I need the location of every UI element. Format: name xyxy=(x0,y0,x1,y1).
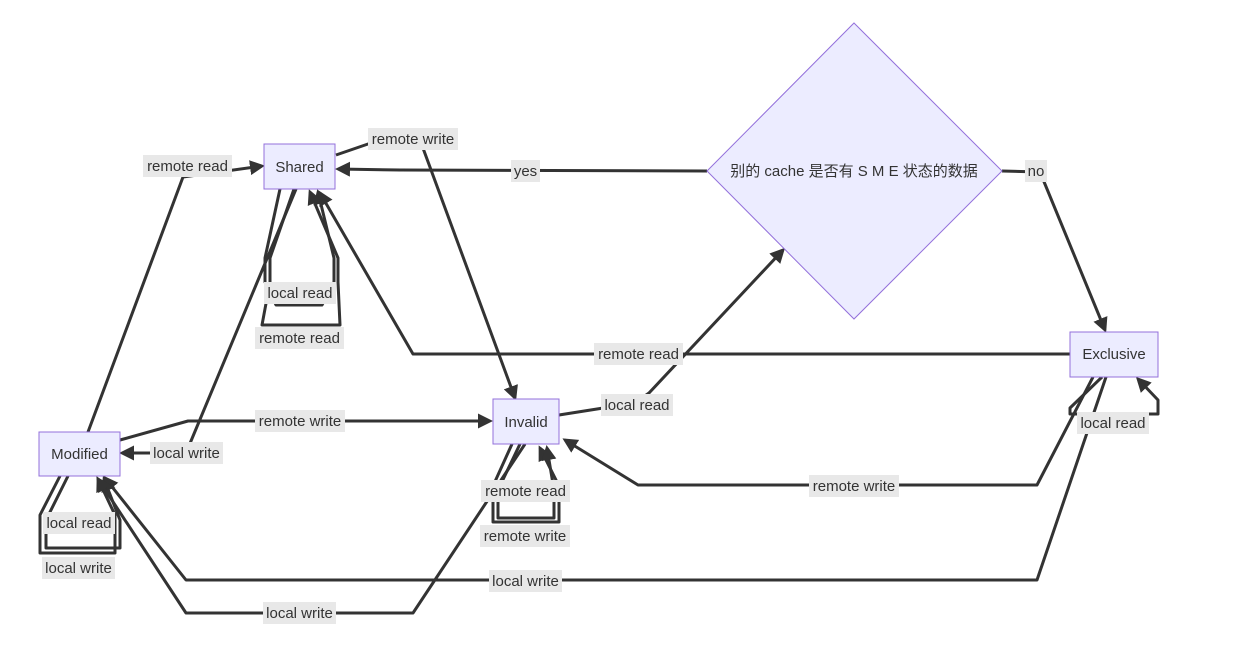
label-modified-to-invalid: remote write xyxy=(255,410,345,432)
label-shared-to-modified: local write xyxy=(150,442,223,464)
label-decision-to-shared-yes: yes xyxy=(511,160,540,182)
svg-text:remote write: remote write xyxy=(259,413,342,430)
label-modified-self-local-read: local read xyxy=(43,512,115,534)
svg-text:no: no xyxy=(1028,163,1045,180)
svg-text:remote read: remote read xyxy=(485,483,566,500)
svg-text:remote read: remote read xyxy=(259,330,340,347)
label-exclusive-to-modified: local write xyxy=(489,570,562,592)
label-invalid-to-modified: local write xyxy=(263,602,336,624)
svg-text:local read: local read xyxy=(1080,415,1145,432)
edge-decision-to-exclusive xyxy=(1001,169,1108,333)
edge-modified-to-shared xyxy=(86,160,265,433)
svg-text:remote write: remote write xyxy=(484,528,567,545)
svg-text:别的 cache 是否有 S M E 状态的数据: 别的 cache 是否有 S M E 状态的数据 xyxy=(730,163,978,180)
node-invalid: Invalid xyxy=(492,398,560,445)
label-exclusive-to-shared: remote read xyxy=(594,343,683,365)
svg-text:local write: local write xyxy=(153,445,220,462)
node-decision: 别的 cache 是否有 S M E 状态的数据 xyxy=(706,22,1003,320)
label-exclusive-self-local-read: local read xyxy=(1077,412,1149,434)
svg-text:remote write: remote write xyxy=(813,478,896,495)
svg-text:Modified: Modified xyxy=(51,446,108,463)
svg-text:yes: yes xyxy=(514,163,537,180)
svg-text:local write: local write xyxy=(492,573,559,590)
svg-text:Shared: Shared xyxy=(275,159,323,176)
svg-text:local write: local write xyxy=(45,560,112,577)
edge-modified-to-invalid xyxy=(119,413,493,442)
edge-exclusive-to-invalid xyxy=(562,376,1095,487)
label-decision-to-exclusive-no: no xyxy=(1025,160,1047,182)
label-shared-self-local-read: local read xyxy=(264,282,336,304)
svg-text:remote write: remote write xyxy=(372,131,455,148)
edge-shared-self-remote-read xyxy=(260,188,342,327)
label-shared-self-remote-read: remote read xyxy=(255,327,344,349)
label-invalid-self-remote-read: remote read xyxy=(481,480,570,502)
edge-exclusive-to-modified xyxy=(103,376,1108,582)
svg-text:Invalid: Invalid xyxy=(504,414,547,431)
node-modified: Modified xyxy=(38,431,121,477)
svg-text:remote read: remote read xyxy=(147,158,228,175)
svg-text:local read: local read xyxy=(604,397,669,414)
label-shared-to-invalid: remote write xyxy=(368,128,458,150)
label-invalid-to-decision: local read xyxy=(601,394,673,416)
label-exclusive-to-invalid: remote write xyxy=(809,475,899,497)
edge-modified-self-local-read xyxy=(38,475,117,555)
label-invalid-self-remote-write: remote write xyxy=(480,525,570,547)
svg-text:local read: local read xyxy=(267,285,332,302)
edge-exclusive-to-shared xyxy=(318,190,1070,356)
node-exclusive: Exclusive xyxy=(1069,331,1159,378)
edge-invalid-self-remote-read xyxy=(491,443,561,524)
edge-invalid-to-decision xyxy=(558,247,786,417)
node-shared: Shared xyxy=(263,143,336,190)
label-modified-to-shared: remote read xyxy=(143,155,232,177)
edge-invalid-to-modified xyxy=(96,443,527,615)
svg-text:Exclusive: Exclusive xyxy=(1082,346,1145,363)
edge-decision-to-shared xyxy=(335,161,708,177)
svg-text:local write: local write xyxy=(266,605,333,622)
svg-text:local read: local read xyxy=(46,515,111,532)
svg-text:remote read: remote read xyxy=(598,346,679,363)
label-modified-self-local-write: local write xyxy=(42,557,115,579)
